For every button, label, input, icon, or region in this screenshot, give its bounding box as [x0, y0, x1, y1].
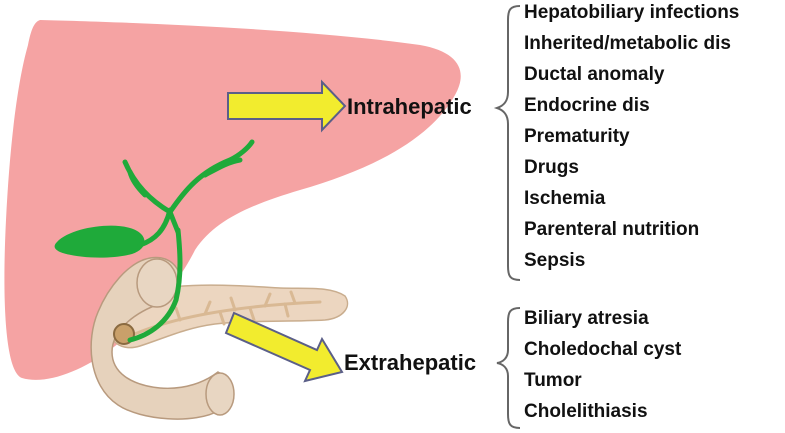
intrahepatic-cause: Parenteral nutrition	[524, 219, 700, 240]
intrahepatic-cause: Endocrine dis	[524, 95, 650, 116]
intrahepatic-cause: Ductal anomaly	[524, 64, 665, 85]
bile-ducts	[122, 139, 255, 343]
intrahepatic-cause: Prematurity	[524, 126, 630, 147]
intrahepatic-cause: Ischemia	[524, 188, 606, 209]
extrahepatic-cause: Choledochal cyst	[524, 339, 682, 360]
gallbladder-shape	[54, 225, 145, 258]
pancreatic-duct	[128, 290, 322, 338]
duodenum-end-top	[136, 258, 178, 308]
intrahepatic-label: Intrahepatic	[347, 94, 472, 119]
extrahepatic-arrow	[224, 311, 344, 383]
intrahepatic-cause: Inherited/metabolic dis	[524, 33, 731, 54]
duodenum-end-bottom	[205, 372, 235, 416]
intrahepatic-cause: Drugs	[524, 157, 579, 178]
extrahepatic-brace	[496, 307, 521, 429]
intrahepatic-brace	[493, 5, 521, 281]
intrahepatic-cause: Sepsis	[524, 250, 586, 271]
extrahepatic-cause: Tumor	[524, 370, 582, 391]
intrahepatic-arrow	[227, 79, 347, 133]
intrahepatic-cause: Hepatobiliary infections	[524, 2, 740, 23]
extrahepatic-cause: Biliary atresia	[524, 308, 649, 329]
extrahepatic-label: Extrahepatic	[344, 350, 477, 375]
extrahepatic-cause: Cholelithiasis	[524, 401, 648, 422]
